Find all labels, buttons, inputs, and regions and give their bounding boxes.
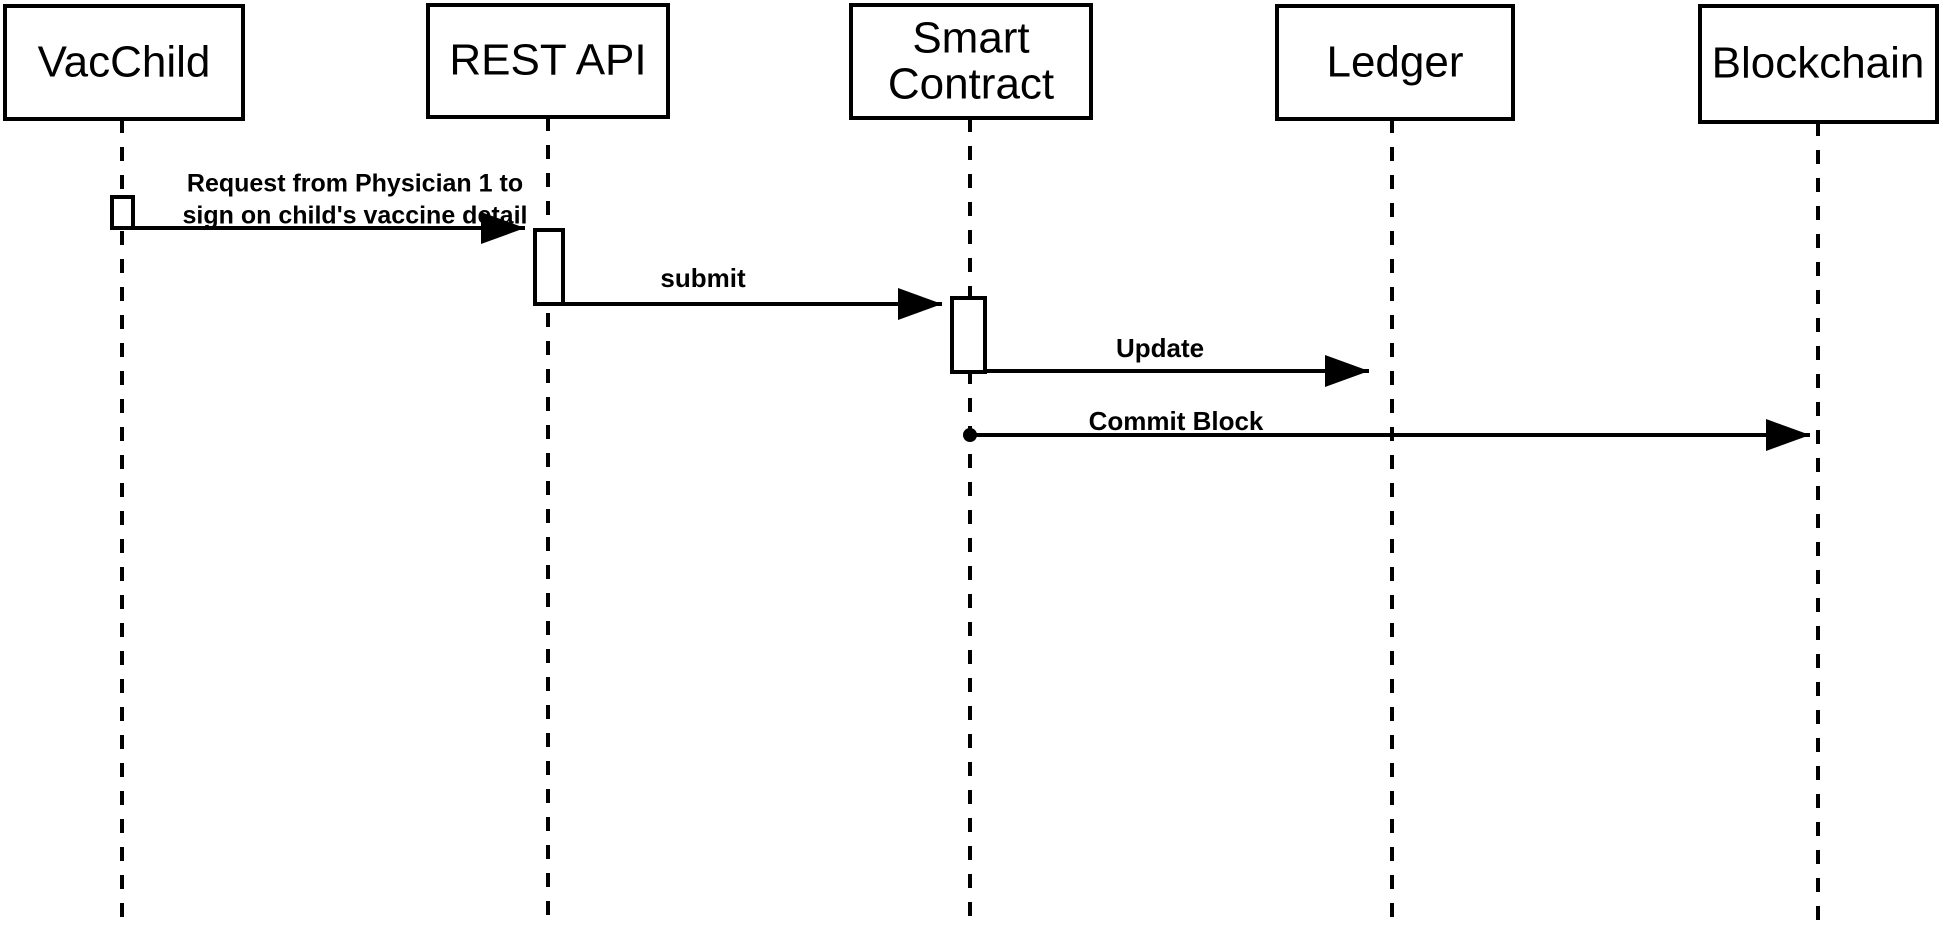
participant-smart-contract[interactable]: Smart Contract (849, 3, 1093, 120)
message-label-submit: submit (660, 263, 746, 293)
message-label-commit-block: Commit Block (1089, 406, 1264, 436)
participant-ledger[interactable]: Ledger (1275, 4, 1515, 121)
message-label-request-sign-line2: sign on child's vaccine detail (183, 202, 528, 230)
message-update[interactable]: Update (985, 333, 1369, 387)
message-label-request-sign-line1: Request from Physician 1 to (187, 170, 523, 198)
participant-label-ledger: Ledger (1326, 38, 1463, 87)
message-commit-block[interactable]: Commit Block (963, 406, 1810, 451)
participant-box-rest-api[interactable] (426, 3, 670, 119)
activation-bar-vacchild[interactable] (110, 195, 135, 230)
message-submit[interactable]: submit (563, 263, 942, 320)
participant-box-blockchain[interactable] (1698, 4, 1939, 124)
participant-box-smart-contract[interactable] (849, 3, 1093, 120)
participant-label-blockchain: Blockchain (1712, 39, 1925, 88)
activation-bar-smart-contract[interactable] (950, 296, 987, 374)
lifelines-group (120, 117, 1820, 926)
participant-label-vacchild: VacChild (38, 38, 211, 87)
participant-vacchild[interactable]: VacChild (3, 4, 245, 121)
message-label-update: Update (1116, 333, 1204, 363)
participant-blockchain[interactable]: Blockchain (1698, 4, 1939, 124)
activation-bar-rest-api[interactable] (533, 228, 565, 306)
participant-label-rest-api: REST API (449, 36, 646, 85)
participant-label-smart-contract-line1: Smart (912, 14, 1029, 63)
participant-rest-api[interactable]: REST API (426, 3, 670, 119)
participant-box-vacchild[interactable] (3, 4, 245, 121)
participant-label-smart-contract-line2: Contract (888, 60, 1054, 109)
message-request-sign[interactable]: Request from Physician 1 to sign on chil… (133, 170, 528, 244)
participant-box-ledger[interactable] (1275, 4, 1515, 121)
